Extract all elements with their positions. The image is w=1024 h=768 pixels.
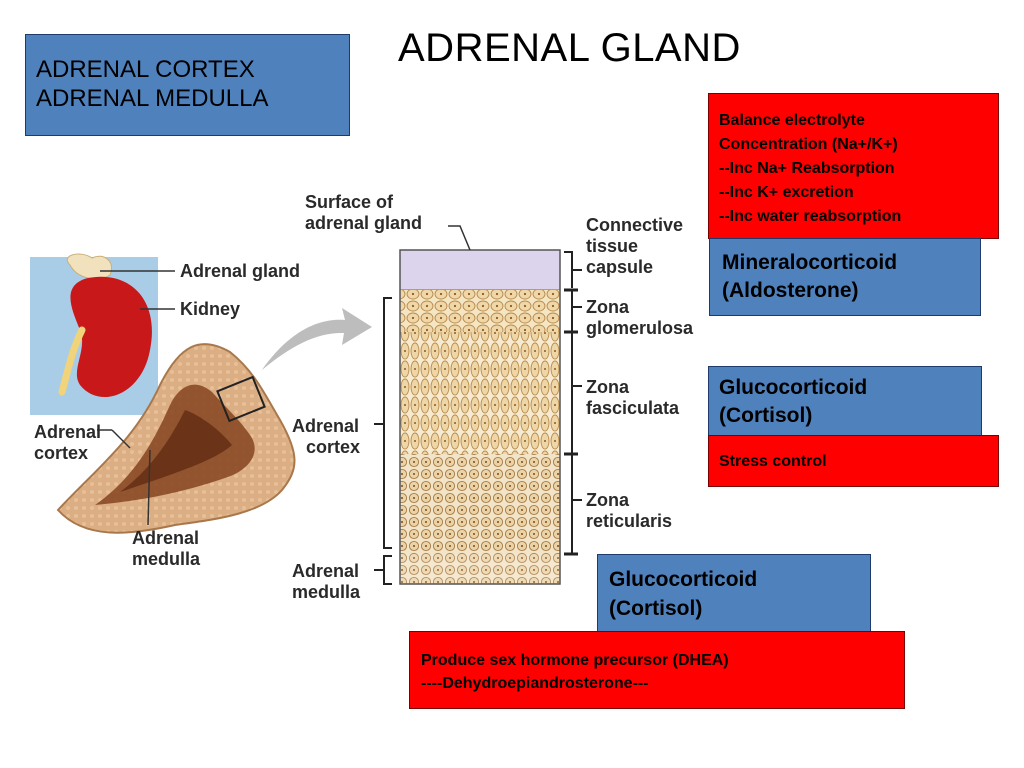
reticularis-layer: [400, 454, 560, 554]
label-zona-reticularis: Zona reticularis: [586, 490, 673, 531]
label-adrenal-cortex-left: Adrenal cortex: [34, 422, 102, 463]
label-adrenal-medulla-mid: Adrenal medulla: [292, 561, 361, 602]
magnify-arrow-icon: [262, 308, 372, 370]
label-connective-tissue-capsule: Connective tissue capsule: [586, 215, 684, 277]
glucocorticoid-box-reticularis: Glucocorticoid (Cortisol): [597, 554, 871, 632]
box-line: ADRENAL CORTEX: [36, 56, 255, 83]
label-zona-glomerulosa: Zona glomerulosa: [586, 297, 694, 338]
ureter-shape: [58, 326, 86, 396]
capsule-layer: [399, 249, 561, 291]
cortex-medulla-box: ADRENAL CORTEX ADRENAL MEDULLA: [25, 34, 350, 136]
electrolyte-function-box: Balance electrolyte Concentration (Na+/K…: [708, 93, 999, 239]
sex-hormone-box: Produce sex hormone precursor (DHEA) ---…: [409, 631, 905, 709]
box-line: ADRENAL MEDULLA: [36, 85, 269, 112]
mineralocorticoid-box: Mineralocorticoid (Aldosterone): [709, 238, 981, 316]
label-adrenal-cortex-mid: Adrenal cortex: [292, 416, 361, 457]
medulla-layer: [400, 554, 560, 584]
slide-title: ADRENAL GLAND: [398, 26, 741, 70]
kidney-shape: [70, 276, 152, 398]
label-adrenal-gland: Adrenal gland: [180, 261, 301, 281]
label-zona-fasciculata: Zona fasciculata: [586, 377, 680, 418]
glucocorticoid-box-fasciculata: Glucocorticoid (Cortisol): [708, 366, 982, 438]
stress-control-box: Stress control: [708, 435, 999, 487]
zoom-box: [216, 375, 266, 423]
label-surface-of-gland: Surface of adrenal gland: [305, 192, 423, 233]
fasciculata-layer: [400, 332, 560, 454]
label-kidney: Kidney: [180, 299, 241, 319]
label-adrenal-medulla-left: Adrenal medulla: [132, 528, 201, 569]
glomerulosa-layer: [400, 290, 560, 332]
